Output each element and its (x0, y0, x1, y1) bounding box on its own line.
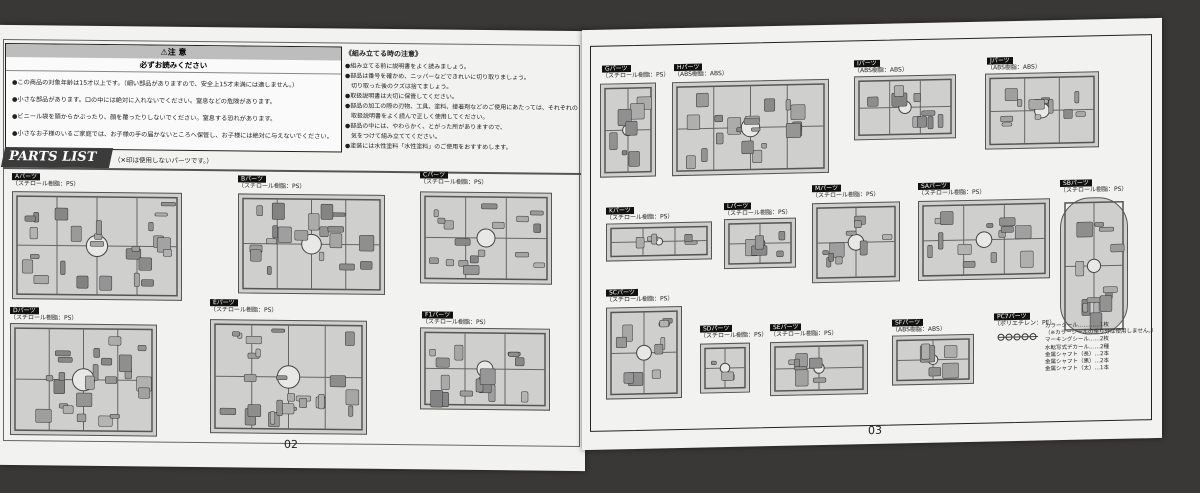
page-number-left: 02 (284, 437, 298, 452)
assembly-line: ●部品の中には、やわらかく、とがった所がありますので、 (345, 122, 506, 132)
right-page: Gパーツ（スチロール樹脂：PS） Hパーツ（ABS樹脂：ABS） Iパーツ（AB… (582, 17, 1162, 451)
sprue-m-diagram (812, 201, 900, 284)
assembly-line: ●取扱説明書は大切に保管してください。 (345, 92, 458, 101)
sprue-pc7-diagram (996, 330, 1040, 343)
warning-box: ⚠注 意 必ずお読みください ●この商品の対象年齢は15才以上です。（細い部品が… (5, 42, 342, 153)
sprue-g-diagram (600, 82, 656, 178)
assembly-line: ●塗装には水性塗料「水性塗料」のご使用をおすすめします。 (345, 142, 512, 152)
sprue-label-c: Cパーツ（スチロール樹脂：PS） (420, 171, 488, 187)
assembly-line: ●組み立てる前に説明書をよく読みましょう。 (345, 62, 470, 71)
warning-line: ●小さなお子様のいるご家庭では、お子様の手の届かないところへ保管し、お子様には絶… (12, 130, 333, 141)
sprue-l-diagram (724, 217, 796, 270)
sprue-label-j: Jパーツ（ABS樹脂：ABS） (987, 57, 1041, 72)
sprue-f1-diagram (420, 327, 550, 411)
sprue-se-diagram (770, 340, 868, 397)
parts-list-note: （✕印は使用しないパーツです。） (114, 156, 213, 166)
sprue-label-k: Kパーツ（スチロール樹脂：PS） (606, 206, 674, 222)
sprue-label-sc: SCパーツ（スチロール樹脂：PS） (606, 288, 674, 304)
sprue-k-diagram (606, 221, 712, 262)
sprue-b-diagram (238, 193, 385, 295)
parts-list-title: PARTS LIST (9, 149, 97, 165)
sprue-sb-diagram (1060, 196, 1128, 336)
sprue-label-se: SEパーツ（スチロール樹脂：PS） (770, 323, 838, 339)
sprue-e-diagram (210, 319, 367, 435)
sprue-j-diagram (985, 71, 1099, 150)
sprue-label-g: Gパーツ（スチロール樹脂：PS） (602, 65, 670, 80)
assembly-line: 切り取った後のクズは捨てましょう。 (345, 82, 453, 91)
assembly-notes: 《組み立てる時の注意》 ●組み立てる前に説明書をよく読みましょう。 ●部品は番号… (345, 49, 578, 161)
warning-line: ●この商品の対象年齢は15才以上です。（細い部品がありますので、安全上15才未満… (12, 79, 299, 90)
left-page: ⚠注 意 必ずお読みください ●この商品の対象年齢は15才以上です。（細い部品が… (0, 24, 585, 472)
sprue-label-sb: SBパーツ（スチロール樹脂：PS） (1060, 179, 1128, 195)
sprue-label-m: Mパーツ（スチロール樹脂：PS） (812, 184, 880, 200)
sprue-label-sf: SFパーツ（ABS樹脂：ABS） (892, 318, 946, 334)
sprue-label-a: Aパーツ（スチロール樹脂：PS） (12, 173, 80, 188)
warning-line: ●小さな部品があります。口の中には絶対に入れないでください。窒息などの危険があり… (12, 96, 276, 106)
sprue-c-diagram (420, 191, 552, 285)
assembly-line: 取扱説明書をよく読んで正しく使用してください。 (345, 112, 489, 122)
sprue-i-diagram (854, 74, 956, 141)
sprue-sd-diagram (700, 342, 750, 394)
sprue-sa-diagram (918, 198, 1050, 282)
sprue-label-i: Iパーツ（ABS樹脂：ABS） (854, 59, 908, 75)
assembly-line: 気をつけて組み立ててください。 (345, 132, 441, 141)
sprue-label-d: Dパーツ（スチロール樹脂：PS） (10, 307, 78, 322)
sprue-label-b: Bパーツ（スチロール樹脂：PS） (238, 175, 306, 191)
sprue-sc-diagram (606, 305, 682, 400)
parts-list-banner: PARTS LIST (0, 146, 114, 169)
page-number-right: 03 (868, 423, 882, 438)
sprue-sf-diagram (892, 333, 974, 386)
sprue-h-diagram (672, 78, 829, 177)
sprue-label-e: Eパーツ（スチロール樹脂：PS） (210, 299, 278, 314)
assembly-title: 《組み立てる時の注意》 (345, 49, 422, 59)
warning-subtitle: 必ずお読みください (6, 57, 341, 75)
sprue-label-f1: F1パーツ（スチロール樹脂：PS） (422, 311, 490, 327)
included-items-list: カラーシール…………1枚 （※カラーシールの余り分は使用しません。） マーキング… (1045, 321, 1157, 374)
sprue-label-h: Hパーツ（ABS樹脂：ABS） (674, 63, 728, 79)
sprue-label-sa: SAパーツ（スチロール樹脂：PS） (918, 182, 986, 198)
sprue-d-diagram (10, 323, 157, 437)
sprue-label-l: Lパーツ（スチロール樹脂：PS） (724, 202, 792, 218)
sprue-label-sd: SDパーツ（スチロール樹脂：PS） (700, 324, 768, 340)
warning-line: ●ビニール袋を頭からかぶったり、顔を覆ったりしないでください。窒息する恐れがあり… (12, 113, 277, 123)
sprue-a-diagram (12, 191, 182, 301)
